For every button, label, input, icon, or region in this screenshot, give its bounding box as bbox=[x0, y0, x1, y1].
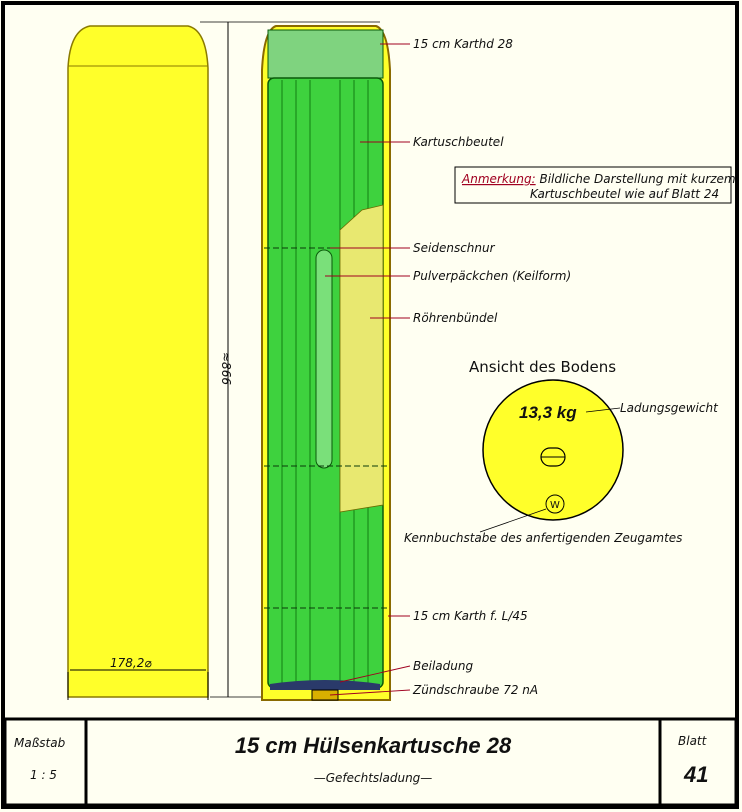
length-dimension: ≈866 bbox=[200, 21, 380, 698]
letter-mark-value: W bbox=[550, 500, 560, 511]
svg-text:Anmerkung: Bildliche Darstellu: Anmerkung: Bildliche Darstellung mit kur… bbox=[461, 172, 736, 186]
auxiliary-charge bbox=[270, 680, 380, 690]
charge-weight: 13,3 kg bbox=[519, 403, 577, 422]
length-dimension-value: ≈866 bbox=[219, 352, 233, 385]
diameter-dimension: 178,2⌀ bbox=[110, 656, 152, 670]
label-kartuschbeutel: Kartuschbeutel bbox=[413, 135, 504, 149]
note-box: Anmerkung: Bildliche Darstellung mit kur… bbox=[454, 166, 736, 204]
tube-bundle bbox=[339, 204, 384, 513]
sheet-number: 41 bbox=[683, 762, 708, 787]
title-block: Maßstab 1 : 5 15 cm Hülsenkartusche 28 —… bbox=[3, 717, 738, 807]
cartridge-exterior-view: 178,2⌀ bbox=[67, 25, 209, 700]
label-beiladung: Beiladung bbox=[413, 659, 473, 673]
base-view-title: Ansicht des Bodens bbox=[469, 358, 616, 376]
scale-value: 1 : 5 bbox=[30, 768, 57, 782]
powder-packet bbox=[315, 249, 333, 469]
label-zuendschraube: Zündschraube 72 nA bbox=[412, 683, 538, 697]
note-line2: Kartuschbeutel wie auf Blatt 24 bbox=[530, 187, 719, 201]
base-view: Ansicht des Bodens 13,3 kg Ladungsgewich… bbox=[404, 358, 719, 545]
base-circle bbox=[482, 379, 624, 521]
sheet-label: Blatt bbox=[678, 734, 708, 748]
label-pulverpaeckchen: Pulverpäckchen (Keilform) bbox=[413, 269, 571, 283]
cartridge-section-view bbox=[261, 25, 391, 701]
leader-lines bbox=[325, 43, 411, 696]
scale-label: Maßstab bbox=[14, 736, 66, 750]
drawing-title: 15 cm Hülsenkartusche 28 bbox=[235, 733, 512, 758]
letter-mark-label: Kennbuchstabe des anfertigenden Zeugamte… bbox=[404, 531, 682, 545]
label-karth-l45: 15 cm Karth f. L/45 bbox=[413, 609, 528, 623]
letter-mark bbox=[545, 494, 565, 514]
charge-weight-label: Ladungsgewicht bbox=[620, 401, 719, 415]
drawing-subtitle: —Gefechtsladung— bbox=[314, 771, 433, 785]
label-karthd: 15 cm Karthd 28 bbox=[413, 37, 513, 51]
note-line1: Bildliche Darstellung mit kurzem bbox=[536, 172, 736, 186]
label-roehrenbuendel: Röhrenbündel bbox=[413, 311, 498, 325]
label-seidenschnur: Seidenschnur bbox=[413, 241, 496, 255]
note-prefix: Anmerkung: bbox=[461, 172, 536, 186]
primer bbox=[311, 689, 339, 701]
